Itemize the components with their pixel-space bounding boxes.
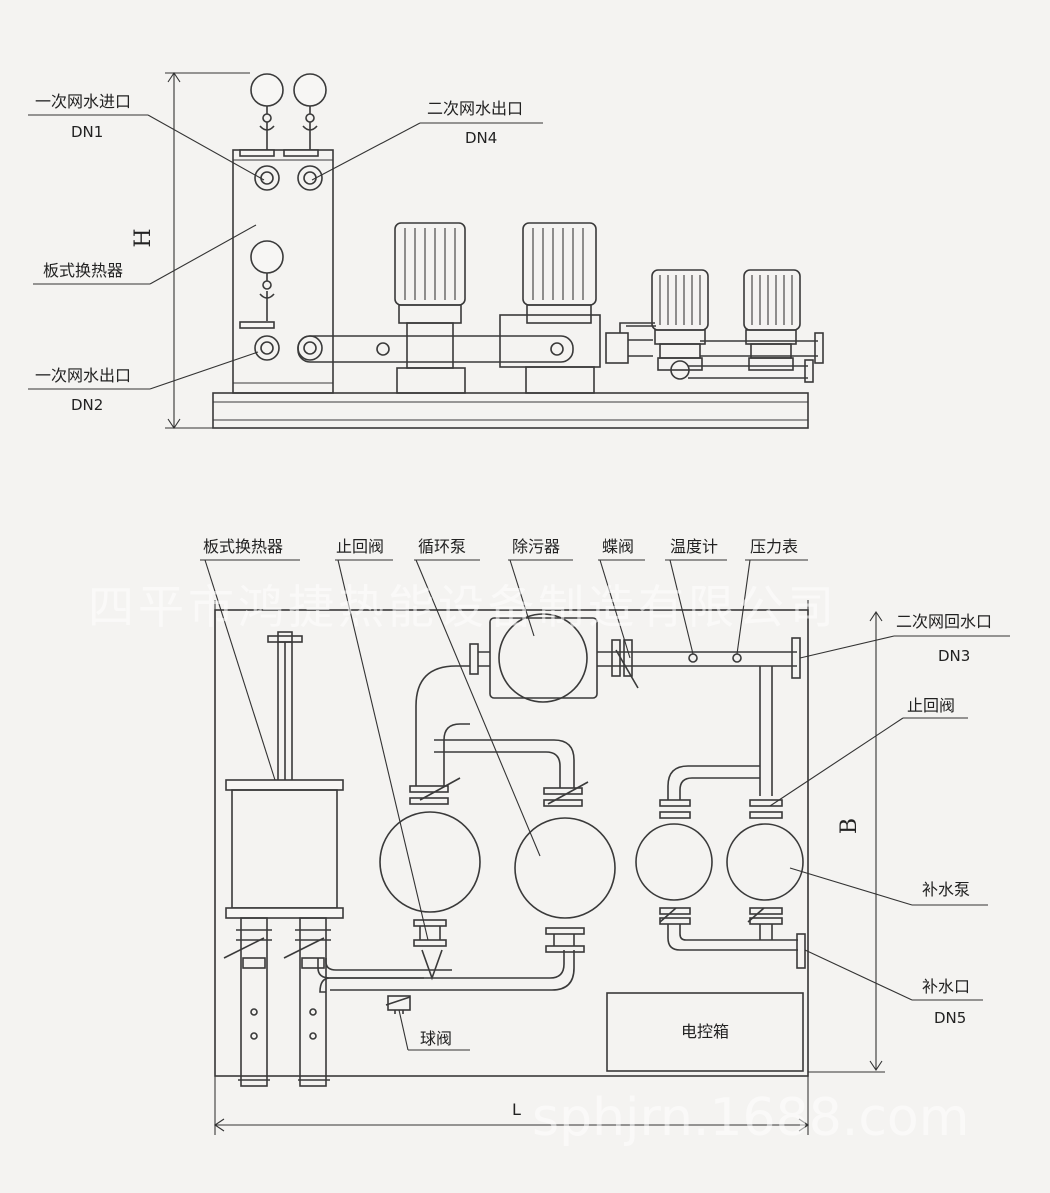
- label-plate-exchanger-bottom: 板式换热器: [203, 537, 283, 556]
- ball-valve: [385, 995, 411, 1014]
- base-frame: [214, 609, 809, 1077]
- label-thermometer: 温度计: [670, 537, 718, 556]
- dimension-h-label: H: [131, 228, 156, 247]
- dimension-l: L: [214, 1100, 809, 1132]
- label-makeup-pump: 补水泵: [922, 880, 970, 899]
- label-plate-exchanger-top: 板式换热器: [43, 261, 123, 280]
- label-control-box: 电控箱: [681, 1022, 729, 1041]
- control-box: [606, 992, 804, 1072]
- label-secondary-return: 二次网回水口: [896, 612, 992, 631]
- circulation-pump-plan-2: [434, 739, 616, 953]
- secondary-return-flange: [791, 637, 801, 679]
- label-secondary-outlet: 二次网水出口: [427, 99, 523, 118]
- plate-exchanger-body: [232, 149, 334, 394]
- butterfly-valve: [597, 639, 797, 689]
- dimension-l-label: L: [512, 1100, 521, 1119]
- top-elevation-view: H 一次网水进口 DN1 二次网水出口 DN4 板式换热器 一次网水出口 DN2: [28, 72, 824, 429]
- label-check-valve: 止回阀: [336, 537, 384, 556]
- circulation-pump-2: [499, 222, 601, 394]
- label-primary-outlet: 一次网水出口: [35, 366, 131, 385]
- label-circulation-pump: 循环泵: [418, 537, 466, 556]
- makeup-pump-plan-1: [635, 765, 798, 951]
- pressure-gauge-point: [732, 653, 742, 663]
- dimension-h: H: [131, 72, 250, 429]
- base-skid: [212, 392, 809, 429]
- thermometer-point: [688, 653, 698, 663]
- dimension-b: B: [808, 611, 885, 1073]
- plate-exchanger-plan: [223, 631, 344, 1087]
- return-pipe: [317, 958, 452, 979]
- makeup-pump-2: [743, 269, 801, 371]
- label-ball-valve: 球阀: [420, 1029, 452, 1048]
- label-check-valve-right: 止回阀: [907, 696, 955, 715]
- label-secondary-return-dn: DN3: [938, 647, 970, 665]
- makeup-pump-1: [651, 269, 709, 380]
- dirt-separator: [469, 613, 598, 703]
- company-watermark: 四平市鸿捷热能设备制造有限公司: [88, 580, 838, 634]
- label-makeup-inlet-dn: DN5: [934, 1009, 966, 1027]
- bottom-plan-view: 电控箱 B L 板式换热器 止回阀 循环泵 除污器 蝶阀: [200, 537, 1010, 1135]
- circulation-pump-plan-1: [379, 665, 481, 947]
- label-pressure-gauge: 压力表: [750, 537, 798, 556]
- label-dirt-separator: 除污器: [512, 537, 560, 556]
- top-gauges: [239, 73, 327, 191]
- circulation-pump-1: [394, 222, 466, 394]
- site-watermark: sphjrn.1688.com: [532, 1088, 969, 1148]
- label-butterfly-valve: 蝶阀: [602, 537, 634, 556]
- lower-gauge: [239, 240, 323, 361]
- label-primary-inlet: 一次网水进口: [35, 92, 131, 111]
- main-pipe: [297, 335, 574, 363]
- label-secondary-outlet-dn: DN4: [465, 129, 497, 147]
- label-makeup-inlet: 补水口: [922, 977, 970, 996]
- makeup-pump-plan-2: [726, 799, 806, 969]
- label-primary-outlet-dn: DN2: [71, 396, 103, 414]
- dimension-b-label: B: [837, 818, 862, 834]
- label-primary-inlet-dn: DN1: [71, 123, 103, 141]
